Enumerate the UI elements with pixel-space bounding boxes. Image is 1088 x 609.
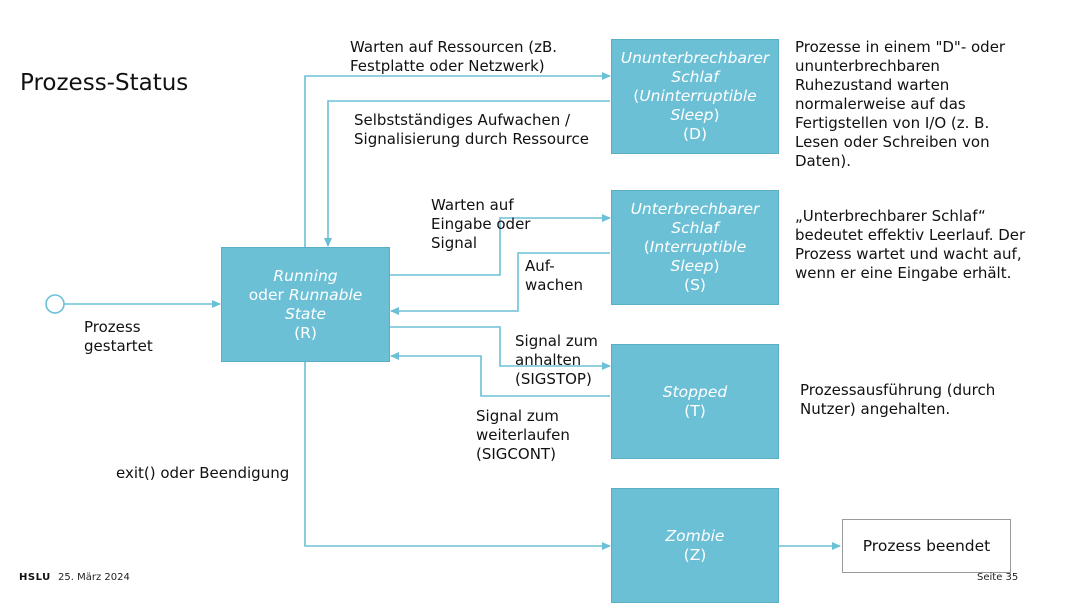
interruptible-line4: Sleep) [670, 257, 719, 276]
label-wake-up: Auf- wachen [525, 257, 583, 294]
footer-date: 25. März 2024 [58, 572, 130, 583]
uninterruptible-line4: Sleep) [670, 106, 719, 125]
state-running: Running oder Runnable State (R) [221, 247, 390, 362]
running-line3: State [284, 304, 327, 323]
arrow-interruptible-to-running [390, 252, 610, 315]
arrow-running-to-zombie [304, 362, 611, 550]
footer-brand-logo: HSLU [19, 572, 51, 583]
description-stopped: Prozessausführung (durch Nutzer) angehal… [800, 381, 996, 418]
zombie-code: (Z) [683, 545, 707, 564]
uninterruptible-line3-italic: Uninterruptible [639, 87, 757, 105]
arrow-running-to-interruptible [390, 214, 611, 276]
label-exit: exit() oder Beendigung [116, 464, 290, 482]
interruptible-line2: Schlaf [671, 219, 719, 237]
uninterruptible-line3: (Uninterruptible [633, 87, 756, 106]
uninterruptible-line1: Ununterbrechbarer [620, 49, 770, 67]
state-uninterruptible-sleep: Ununterbrechbarer Schlaf (Uninterruptibl… [611, 39, 779, 154]
state-interruptible-sleep: Unterbrechbarer Schlaf (Interruptible Sl… [611, 190, 779, 305]
zombie-line1: Zombie [665, 526, 725, 545]
label-sigcont: Signal zum weiterlaufen (SIGCONT) [476, 407, 570, 463]
interruptible-line4-italic: Sleep [670, 257, 714, 275]
stopped-code: (T) [684, 401, 706, 420]
state-process-ended: Prozess beendet [842, 519, 1011, 573]
running-line2-prefix: oder [248, 285, 289, 304]
running-line2-italic: Runnable [288, 285, 363, 304]
interruptible-open-paren: ( [643, 238, 650, 256]
interruptible-line3: (Interruptible [644, 238, 747, 257]
arrow-running-to-stopped [390, 326, 611, 370]
label-wait-resources: Warten auf Ressourcen (zB. Festplatte od… [350, 38, 558, 75]
interruptible-close-paren: ) [713, 257, 720, 275]
label-process-started: Prozess gestartet [84, 318, 153, 355]
footer-page-number: Seite 35 [977, 572, 1019, 583]
running-code: (R) [294, 323, 317, 342]
label-wake-self: Selbstständiges Aufwachen / Signalisieru… [354, 111, 589, 148]
interruptible-line1: Unterbrechbarer [630, 200, 760, 218]
interruptible-code: (S) [684, 276, 706, 294]
stopped-line1: Stopped [662, 382, 728, 401]
arrow-stopped-to-running [390, 352, 610, 397]
arrow-uninterruptible-to-running [324, 100, 610, 247]
slide-title: Prozess-Status [20, 70, 189, 96]
uninterruptible-code: (D) [682, 125, 708, 143]
label-wait-input: Warten auf Eingabe oder Signal [431, 196, 531, 252]
running-line2: oder Runnable [249, 286, 363, 305]
description-uninterruptible: Prozesse in einem "D"- oder ununterbrech… [795, 38, 1006, 170]
uninterruptible-close-paren: ) [713, 106, 720, 124]
running-line1: Running [273, 266, 338, 285]
start-node [45, 294, 65, 314]
description-interruptible: „Unterbrechbarer Schlaf“ bedeutet effekt… [795, 207, 1026, 282]
uninterruptible-line4-italic: Sleep [670, 106, 714, 124]
label-sigstop: Signal zum anhalten (SIGSTOP) [515, 332, 598, 388]
arrow-running-to-uninterruptible [304, 72, 611, 247]
state-zombie: Zombie (Z) [611, 488, 779, 603]
state-stopped: Stopped (T) [611, 344, 779, 459]
uninterruptible-open-paren: ( [633, 87, 640, 105]
interruptible-line3-italic: Interruptible [649, 238, 747, 256]
uninterruptible-line2: Schlaf [671, 68, 719, 86]
